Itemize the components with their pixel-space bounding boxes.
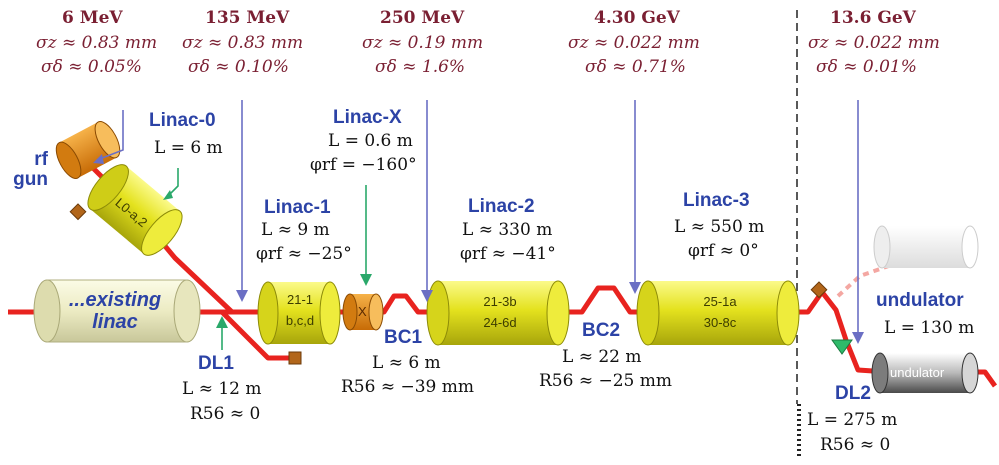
ghost-undulator-cylinder bbox=[873, 225, 979, 269]
linac2-cylinder-label-2: 24-6d bbox=[483, 315, 517, 330]
linac1-phase: φrf ≈ −25° bbox=[256, 244, 352, 264]
linac0-length: L = 6 m bbox=[154, 138, 223, 158]
existing-linac-label-2: linac bbox=[92, 311, 138, 333]
linac1-cylinder-label-1: 21-1 bbox=[286, 292, 314, 307]
rf-gun-cylinder bbox=[55, 121, 121, 179]
beamline-bc2-chicane bbox=[560, 285, 648, 315]
existing-linac-label-1: ...existing bbox=[68, 289, 162, 311]
existing-linac-cylinder bbox=[33, 279, 201, 343]
linac1-length: L ≈ 9 m bbox=[261, 220, 330, 240]
bc1-label: BC1 bbox=[384, 327, 423, 348]
linac1-cylinder-label-2: b,c,d bbox=[285, 313, 315, 328]
linacx-label: Linac-X bbox=[333, 107, 402, 128]
linac0-label: Linac-0 bbox=[149, 110, 216, 131]
sigma-z-2: σz ≈ 0.83 mm bbox=[182, 33, 304, 53]
undulator-cylinder-label: undulator bbox=[890, 365, 945, 380]
linacx-phase: φrf = −160° bbox=[310, 155, 417, 175]
linac2-length: L ≈ 330 m bbox=[462, 220, 553, 240]
green-triangle-icon bbox=[831, 339, 853, 355]
dl2-r56: R56 ≈ 0 bbox=[820, 435, 891, 455]
linac1-label: Linac-1 bbox=[264, 197, 331, 218]
dl1-length: L ≈ 12 m bbox=[182, 379, 262, 399]
linacx-cylinder bbox=[342, 293, 384, 331]
energy-label-3: 250 MeV bbox=[380, 8, 465, 28]
sigma-delta-1: σδ ≈ 0.05% bbox=[41, 57, 142, 77]
linac2-phase: φrf ≈ −41° bbox=[460, 244, 556, 264]
linac0-cylinder bbox=[87, 164, 183, 256]
dl1-r56: R56 ≈ 0 bbox=[190, 404, 261, 424]
energy-label-5: 13.6 GeV bbox=[830, 8, 916, 28]
linac3-cylinder bbox=[636, 280, 800, 346]
linac3-length: L ≈ 550 m bbox=[674, 217, 765, 237]
rf-gun-label: rf gun bbox=[13, 149, 48, 190]
dl2-length: L = 275 m bbox=[807, 410, 898, 430]
energy-arrow-6mev bbox=[96, 110, 124, 161]
sigma-delta-2: σδ ≈ 0.10% bbox=[188, 57, 289, 77]
linacx-length: L = 0.6 m bbox=[328, 131, 413, 151]
dump-block-icon bbox=[69, 203, 87, 221]
undulator-length: L = 130 m bbox=[884, 318, 975, 338]
sigma-z-5: σz ≈ 0.022 mm bbox=[808, 33, 940, 53]
energy-arrowheads bbox=[93, 154, 864, 344]
beamline-spur-segment bbox=[220, 310, 290, 361]
energy-label-2: 135 MeV bbox=[205, 8, 290, 28]
linac3-phase: φrf ≈ 0° bbox=[688, 241, 759, 261]
sigma-delta-5: σδ ≈ 0.01% bbox=[816, 57, 917, 77]
energy-arrows bbox=[96, 100, 859, 340]
bc2-length: L ≈ 22 m bbox=[562, 347, 642, 367]
sigma-z-4: σz ≈ 0.022 mm bbox=[568, 33, 700, 53]
linac1-cylinder bbox=[257, 281, 341, 345]
energy-label-1: 6 MeV bbox=[62, 8, 123, 28]
linac3-cylinder-label-2: 30-8c bbox=[703, 315, 737, 330]
green-arrows bbox=[167, 168, 367, 350]
sigma-z-1: σz ≈ 0.83 mm bbox=[36, 33, 158, 53]
bc1-r56: R56 ≈ −39 mm bbox=[341, 377, 475, 397]
undulator-label: undulator bbox=[876, 290, 964, 311]
dump-block-icon bbox=[810, 281, 828, 299]
sigma-delta-3: σδ ≈ 1.6% bbox=[375, 57, 466, 77]
linac3-label: Linac-3 bbox=[683, 190, 750, 211]
dl2-label: DL2 bbox=[835, 383, 871, 404]
sigma-z-3: σz ≈ 0.19 mm bbox=[362, 33, 484, 53]
linacx-cylinder-label: X bbox=[358, 304, 367, 319]
linac2-label: Linac-2 bbox=[468, 196, 535, 217]
linac3-cylinder-label-1: 25-1a bbox=[703, 294, 737, 309]
linac2-cylinder bbox=[426, 280, 570, 346]
linac2-cylinder-label-1: 21-3b bbox=[483, 294, 517, 309]
dl1-label: DL1 bbox=[198, 353, 234, 374]
undulator-cylinder bbox=[871, 352, 979, 394]
sigma-delta-4: σδ ≈ 0.71% bbox=[585, 57, 686, 77]
energy-label-4: 4.30 GeV bbox=[594, 8, 680, 28]
dump-block-icon bbox=[288, 351, 302, 365]
bc2-r56: R56 ≈ −25 mm bbox=[539, 371, 673, 391]
bc1-length: L ≈ 6 m bbox=[372, 353, 441, 373]
bc2-label: BC2 bbox=[582, 320, 621, 341]
